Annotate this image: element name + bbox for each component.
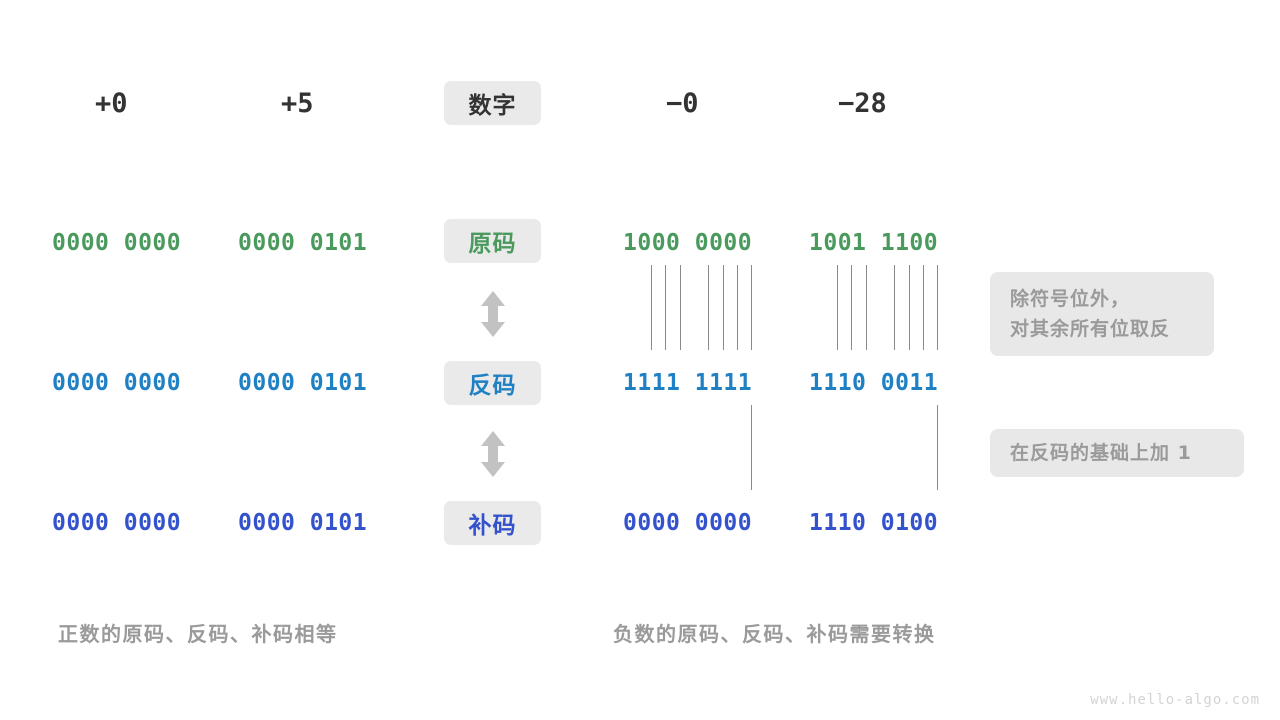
carry-connector-line — [937, 405, 938, 490]
bit-connector-line — [866, 265, 867, 350]
bits-ones-comp-plus-zero: 0000 0000 — [52, 370, 182, 396]
bits-ones-comp-plus-five: 0000 0101 — [238, 370, 368, 396]
bit-connector-line — [665, 265, 666, 350]
double-arrow-up-down-icon-ones-to-twos — [481, 431, 505, 477]
bits-sign-mag-plus-five: 0000 0101 — [238, 230, 368, 256]
bit-connector-line — [737, 265, 738, 350]
bit-connector-line — [723, 265, 724, 350]
row-label-sign-magnitude: 原码 — [444, 219, 541, 263]
carry-connector-line — [751, 405, 752, 490]
header-value-minus-zero: −0 — [666, 88, 699, 119]
bit-connector-line — [894, 265, 895, 350]
bits-ones-comp-minus-twentyeight: 1110 0011 — [809, 370, 939, 396]
bits-twos-comp-minus-zero: 0000 0000 — [623, 510, 753, 536]
caption-positive-numbers: 正数的原码、反码、补码相等 — [58, 622, 338, 646]
bits-sign-mag-minus-twentyeight: 1001 1100 — [809, 230, 939, 256]
double-arrow-up-down-icon-sign-to-ones — [481, 291, 505, 337]
bit-connector-line — [837, 265, 838, 350]
row-label-ones-complement: 反码 — [444, 361, 541, 405]
bits-sign-mag-minus-zero: 1000 0000 — [623, 230, 753, 256]
bit-connector-line — [751, 265, 752, 350]
row-label-number: 数字 — [444, 81, 541, 125]
bit-connector-line — [651, 265, 652, 350]
bit-connector-line — [851, 265, 852, 350]
bits-sign-mag-plus-zero: 0000 0000 — [52, 230, 182, 256]
caption-negative-numbers: 负数的原码、反码、补码需要转换 — [613, 622, 936, 646]
header-value-plus-zero: +0 — [95, 88, 128, 119]
header-value-minus-twentyeight: −28 — [838, 88, 887, 119]
bits-twos-comp-minus-twentyeight: 1110 0100 — [809, 510, 939, 536]
note-add-one: 在反码的基础上加 1 — [990, 429, 1244, 477]
bit-connector-line — [909, 265, 910, 350]
bit-connector-line — [923, 265, 924, 350]
row-label-twos-complement: 补码 — [444, 501, 541, 545]
note-invert-line1: 除符号位外， — [1010, 288, 1131, 310]
note-invert-bits: 除符号位外， 对其余所有位取反 — [990, 272, 1214, 356]
bits-twos-comp-plus-zero: 0000 0000 — [52, 510, 182, 536]
bit-connector-line — [937, 265, 938, 350]
bit-connector-line — [680, 265, 681, 350]
bit-connector-line — [708, 265, 709, 350]
note-invert-line2: 对其余所有位取反 — [1010, 318, 1171, 340]
site-watermark: www.hello-algo.com — [1090, 692, 1260, 708]
header-value-plus-five: +5 — [281, 88, 314, 119]
bits-twos-comp-plus-five: 0000 0101 — [238, 510, 368, 536]
bits-ones-comp-minus-zero: 1111 1111 — [623, 370, 753, 396]
